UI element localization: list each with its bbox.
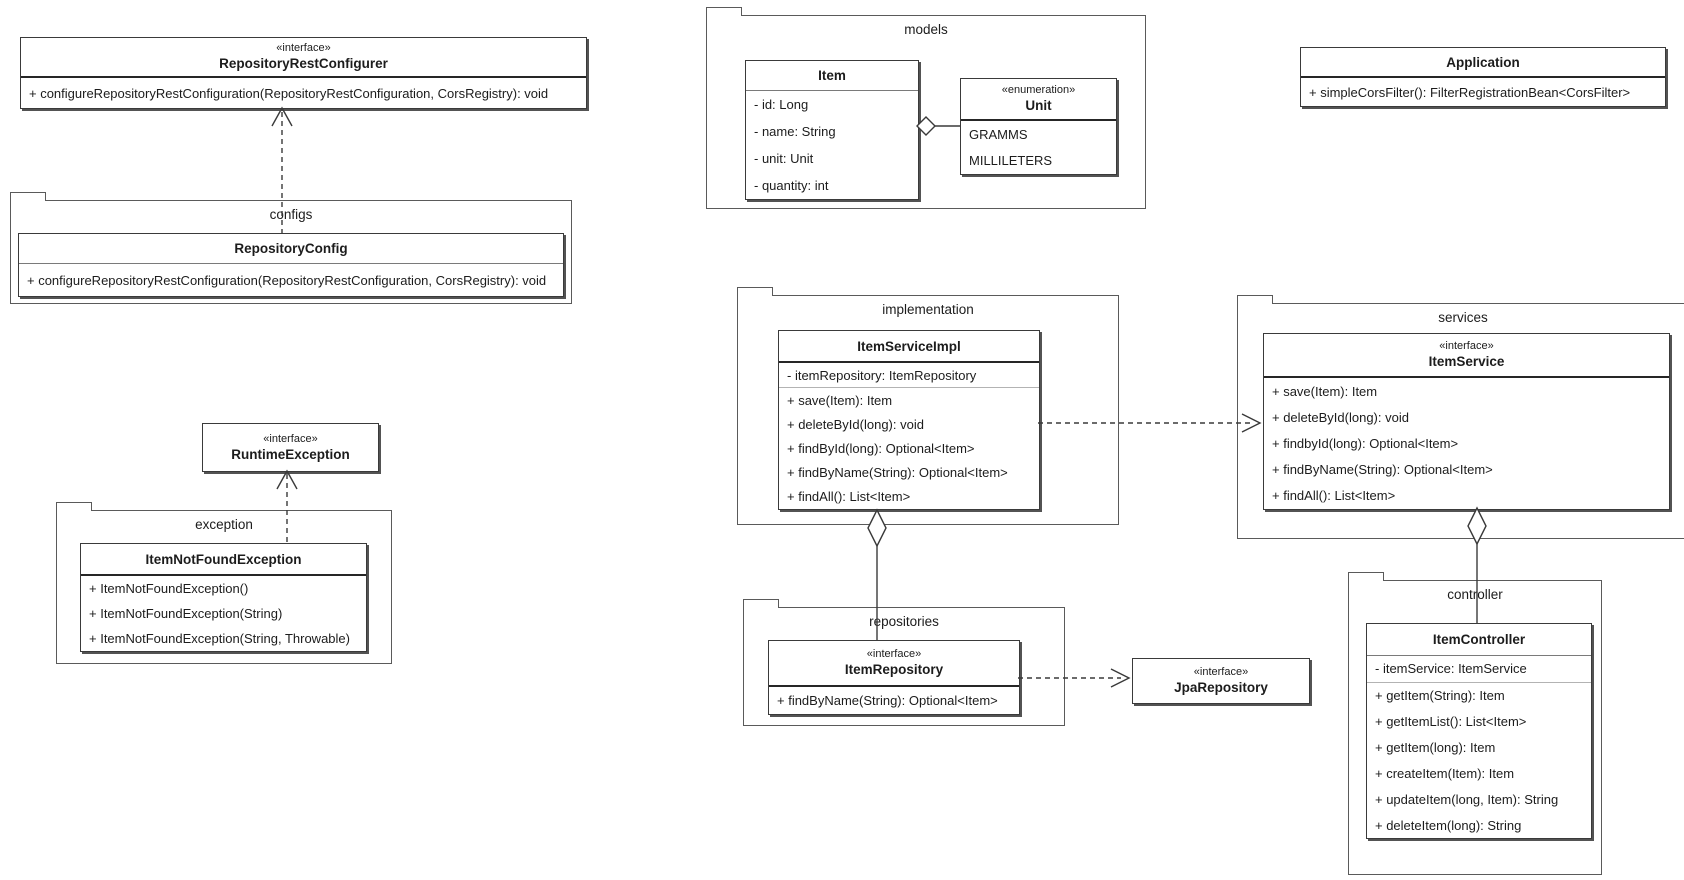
class-name: ItemService: [1428, 354, 1505, 369]
method-row: + ItemNotFoundException(String): [89, 606, 283, 621]
stereotype-label: «interface»: [1439, 340, 1494, 352]
method-row: + deleteById(long): void: [787, 416, 924, 432]
package-label: services: [1438, 310, 1488, 325]
realization-arrowhead-icon: [271, 106, 293, 127]
method-row: + save(Item): Item: [1272, 383, 1378, 399]
method-row: + deleteById(long): void: [1272, 409, 1409, 425]
interface-item-repository: «interface» ItemRepository + findByName(…: [768, 640, 1020, 715]
package-label: models: [904, 22, 948, 37]
class-application: Application + simpleCorsFilter(): Filter…: [1300, 47, 1666, 107]
class-item-service-impl: ItemServiceImpl - itemRepository: ItemRe…: [778, 330, 1040, 510]
class-name: Application: [1446, 54, 1520, 70]
dependency-arrowhead-icon: [1110, 668, 1131, 688]
class-item-controller: ItemController - itemService: ItemServic…: [1366, 623, 1592, 839]
class-name: Unit: [1025, 98, 1052, 113]
package-tab-icon: [737, 287, 773, 296]
class-name: RepositoryRestConfigurer: [219, 56, 388, 71]
package-tab-icon: [706, 7, 742, 16]
attribute-row: - itemRepository: ItemRepository: [779, 363, 1039, 389]
enum-value-row: GRAMMS: [969, 126, 1028, 142]
method-row: + findByName(String): Optional<Item>: [787, 465, 1008, 481]
interface-jpa-repository: «interface» JpaRepository: [1132, 658, 1310, 704]
class-name: ItemController: [1432, 632, 1526, 647]
enum-value-row: MILLILETERS: [969, 153, 1053, 169]
attribute-row: - id: Long: [754, 97, 809, 112]
method-row: + deleteItem(long): String: [1375, 817, 1522, 833]
package-tab-icon: [743, 599, 779, 608]
class-repository-rest-configurer: «interface» RepositoryRestConfigurer + c…: [20, 37, 587, 109]
realization-arrowhead-icon: [276, 469, 298, 490]
package-label: implementation: [882, 302, 974, 317]
package-tab-icon: [10, 192, 46, 201]
attribute-row: - name: String: [754, 124, 836, 139]
method-row: + findByName(String): Optional<Item>: [777, 693, 998, 708]
package-label: exception: [195, 517, 253, 532]
method-row: + configureRepositoryRestConfiguration(R…: [29, 85, 549, 101]
method-row: + save(Item): Item: [787, 392, 893, 408]
class-name: ItemNotFoundException: [145, 551, 302, 567]
package-label: controller: [1447, 587, 1503, 602]
stereotype-label: «interface»: [1193, 666, 1249, 678]
enum-unit: «enumeration» Unit GRAMMS MILLILETERS: [960, 78, 1117, 175]
interface-item-service: «interface» ItemService + save(Item): It…: [1263, 333, 1670, 510]
attribute-row: - unit: Unit: [754, 151, 814, 166]
package-tab-icon: [1348, 572, 1384, 581]
stereotype-label: «interface»: [276, 42, 331, 54]
method-row: + findAll(): List<Item>: [787, 489, 911, 505]
package-tab-icon: [56, 502, 92, 511]
method-row: + getItemList(): List<Item>: [1375, 714, 1527, 730]
method-row: + findByName(String): Optional<Item>: [1272, 462, 1493, 478]
package-label: repositories: [869, 614, 939, 629]
package-label: configs: [269, 207, 313, 222]
class-name: RuntimeException: [231, 446, 350, 462]
attribute-row: - quantity: int: [754, 178, 829, 193]
class-repository-config: RepositoryConfig + configureRepositoryRe…: [18, 233, 564, 297]
method-row: + findAll(): List<Item>: [1272, 488, 1396, 504]
class-name: JpaRepository: [1174, 680, 1268, 695]
method-row: + ItemNotFoundException(): [89, 581, 249, 596]
method-row: + createItem(Item): Item: [1375, 765, 1515, 781]
class-runtime-exception: «interface» RuntimeException: [202, 423, 379, 472]
stereotype-label: «interface»: [866, 648, 922, 660]
class-name: RepositoryConfig: [234, 241, 348, 256]
class-item: Item - id: Long - name: String - unit: U…: [745, 60, 919, 200]
method-row: + ItemNotFoundException(String, Throwabl…: [89, 631, 350, 646]
stereotype-label: «interface»: [263, 432, 318, 445]
method-row: + findbyId(long): Optional<Item>: [1272, 436, 1459, 451]
class-name: Item: [818, 68, 846, 83]
class-name: ItemServiceImpl: [857, 338, 961, 354]
method-row: + simpleCorsFilter(): FilterRegistration…: [1309, 84, 1631, 100]
stereotype-label: «enumeration»: [1001, 84, 1076, 96]
method-row: + configureRepositoryRestConfiguration(R…: [27, 272, 547, 288]
method-row: + findById(long): Optional<Item>: [787, 441, 975, 457]
method-row: + getItem(long): Item: [1375, 740, 1496, 755]
method-row: + getItem(String): Item: [1375, 688, 1505, 704]
class-name: ItemRepository: [844, 662, 944, 677]
class-item-not-found-exception: ItemNotFoundException + ItemNotFoundExce…: [80, 543, 367, 652]
method-row: + updateItem(long, Item): String: [1375, 791, 1559, 807]
attribute-row: - itemService: ItemService: [1367, 656, 1591, 683]
package-tab-icon: [1237, 295, 1273, 304]
